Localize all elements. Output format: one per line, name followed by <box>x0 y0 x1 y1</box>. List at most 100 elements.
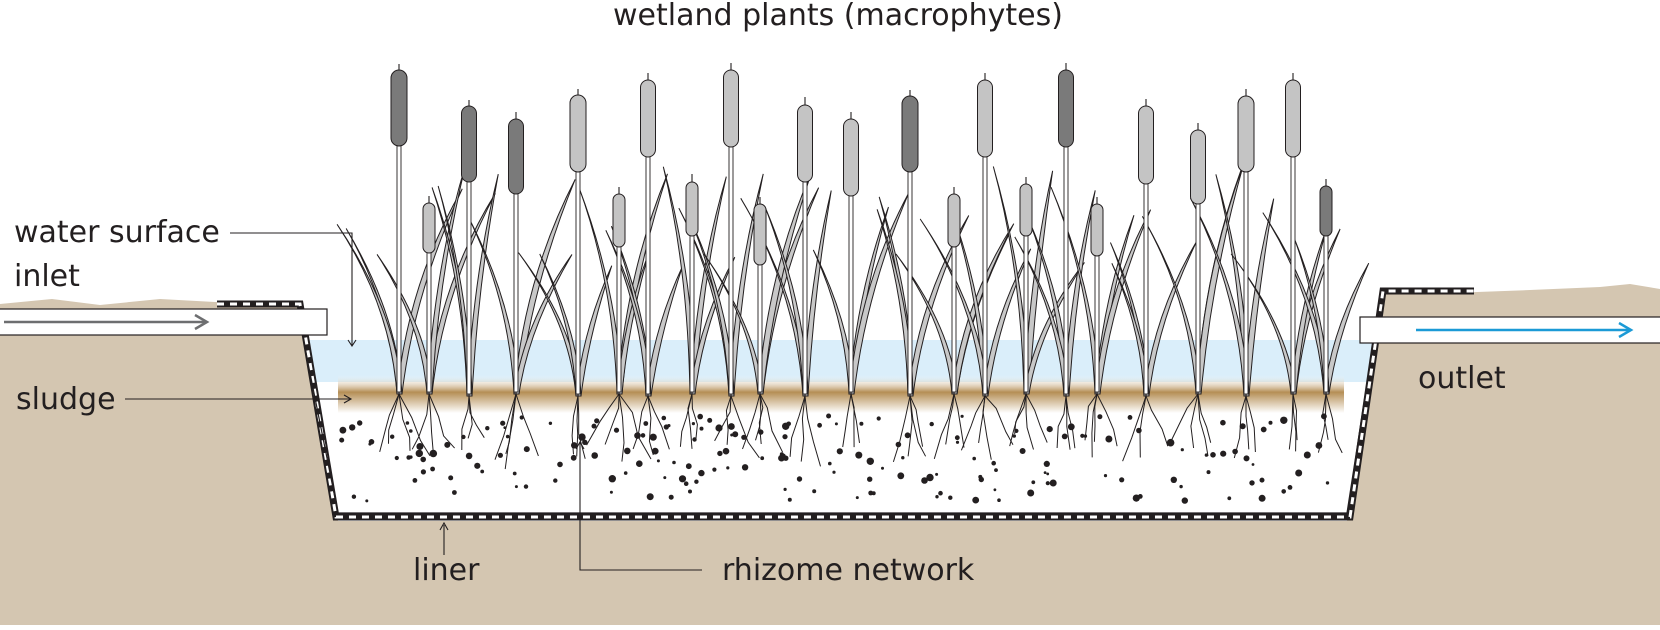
gravel-particle <box>608 475 616 483</box>
gravel-particle <box>881 466 884 470</box>
gravel-particle <box>1105 435 1113 443</box>
gravel-particle <box>1325 481 1330 485</box>
gravel-particle <box>474 462 481 469</box>
root-strand <box>800 395 806 462</box>
gravel-particle <box>1220 419 1226 426</box>
cattail-stem-body <box>1023 233 1029 393</box>
gravel-particle <box>623 471 628 475</box>
gravel-particle <box>1170 476 1178 483</box>
gravel-particle <box>1295 469 1303 477</box>
root-strand <box>428 393 455 449</box>
leaf-blade <box>703 253 764 395</box>
outlet-arrow <box>1416 321 1634 339</box>
inlet-arrow <box>4 313 210 331</box>
cattail-stem-body <box>575 169 581 395</box>
root-strand <box>571 395 579 455</box>
gravel-particle <box>1260 426 1267 433</box>
gravel-particle <box>817 422 822 428</box>
gravel-particle <box>663 476 667 480</box>
gravel-particle <box>904 432 911 439</box>
gravel-particle <box>691 422 696 426</box>
gravel-particle <box>1239 423 1246 430</box>
leaf-blade <box>1230 253 1297 395</box>
cattail-head <box>1190 129 1206 205</box>
gravel-particle <box>349 424 356 431</box>
gravel-particle <box>365 499 369 503</box>
gravel-particle <box>1181 497 1189 504</box>
gravel-particle <box>926 473 934 482</box>
gravel-particle <box>368 442 372 446</box>
gravel-particle <box>640 433 646 438</box>
gravel-particle <box>1080 433 1085 438</box>
gravel-particle <box>420 469 426 475</box>
gravel-particle <box>954 435 960 441</box>
gravel-particle <box>548 421 553 425</box>
leaf-blade <box>575 265 613 397</box>
gravel-particle <box>717 450 723 457</box>
gravel-particle <box>1251 463 1255 466</box>
leaf-blade <box>907 215 970 397</box>
water-surface-leader <box>230 232 353 345</box>
rhizome-network-label: rhizome network <box>722 553 975 588</box>
leaf-blade <box>466 173 499 397</box>
gravel-particle <box>416 443 424 450</box>
gravel-particle <box>636 460 643 468</box>
gravel-particle <box>1280 416 1288 424</box>
gravel-particle <box>1097 414 1103 420</box>
gravel-particle <box>452 490 457 495</box>
root-strand <box>892 395 911 463</box>
leaf-blade <box>951 223 1015 395</box>
gravel-particle <box>832 470 836 474</box>
gravel-particle <box>683 481 689 487</box>
root-strand <box>1190 393 1199 449</box>
gravel-particle <box>390 434 395 439</box>
cattail-head <box>723 69 739 148</box>
root-strand <box>647 395 654 456</box>
gravel-particle <box>394 455 399 461</box>
gravel-particle <box>570 454 577 461</box>
gravel-particle <box>651 447 659 455</box>
cattail-stem-body <box>1094 253 1100 393</box>
gravel-particle <box>866 457 874 465</box>
water-surface-label: water surface <box>14 215 220 250</box>
gravel-particle <box>722 447 730 455</box>
root-strand <box>586 393 620 446</box>
gravel-particle <box>1210 452 1216 458</box>
gravel-particle <box>1031 480 1036 485</box>
gravel-particle <box>1061 433 1068 440</box>
gravel-particle <box>523 446 530 453</box>
rhizome-roots <box>379 393 1343 470</box>
plant-leaves <box>336 164 1370 397</box>
root-strand <box>1292 393 1297 452</box>
gravel-particle <box>339 437 345 443</box>
leaf-blade <box>1141 216 1202 395</box>
gravel-particle <box>415 449 423 458</box>
rhizome-leader-arrowhead <box>575 440 585 450</box>
leaf-blade <box>1023 262 1085 395</box>
cattail-stem-body <box>728 144 734 395</box>
gravel-particle <box>594 418 600 424</box>
root-strand <box>725 395 732 445</box>
gravel-particle <box>921 477 928 484</box>
gravel-particle <box>1045 481 1050 486</box>
root-strand <box>1245 396 1250 450</box>
root-strand <box>1093 393 1098 442</box>
gravel-particle <box>929 421 934 427</box>
root-strand <box>1317 393 1327 453</box>
gravel-particle <box>712 467 717 472</box>
cattail-stem-body <box>1290 154 1296 393</box>
root-strand <box>982 395 992 460</box>
gravel-particle <box>758 429 764 435</box>
gravel-particle <box>972 496 980 504</box>
root-strand <box>468 395 485 438</box>
gravel-particle <box>855 451 863 459</box>
gravel-particle <box>688 489 692 494</box>
gravel-particle <box>1046 426 1053 433</box>
gravel-particle <box>730 433 734 437</box>
root-strand <box>461 395 470 451</box>
root-strand <box>909 395 924 447</box>
cattail-head <box>569 94 587 173</box>
gravel-particle <box>643 421 649 426</box>
gravel-particle <box>826 413 832 419</box>
cattail-stem-body <box>1143 181 1149 395</box>
